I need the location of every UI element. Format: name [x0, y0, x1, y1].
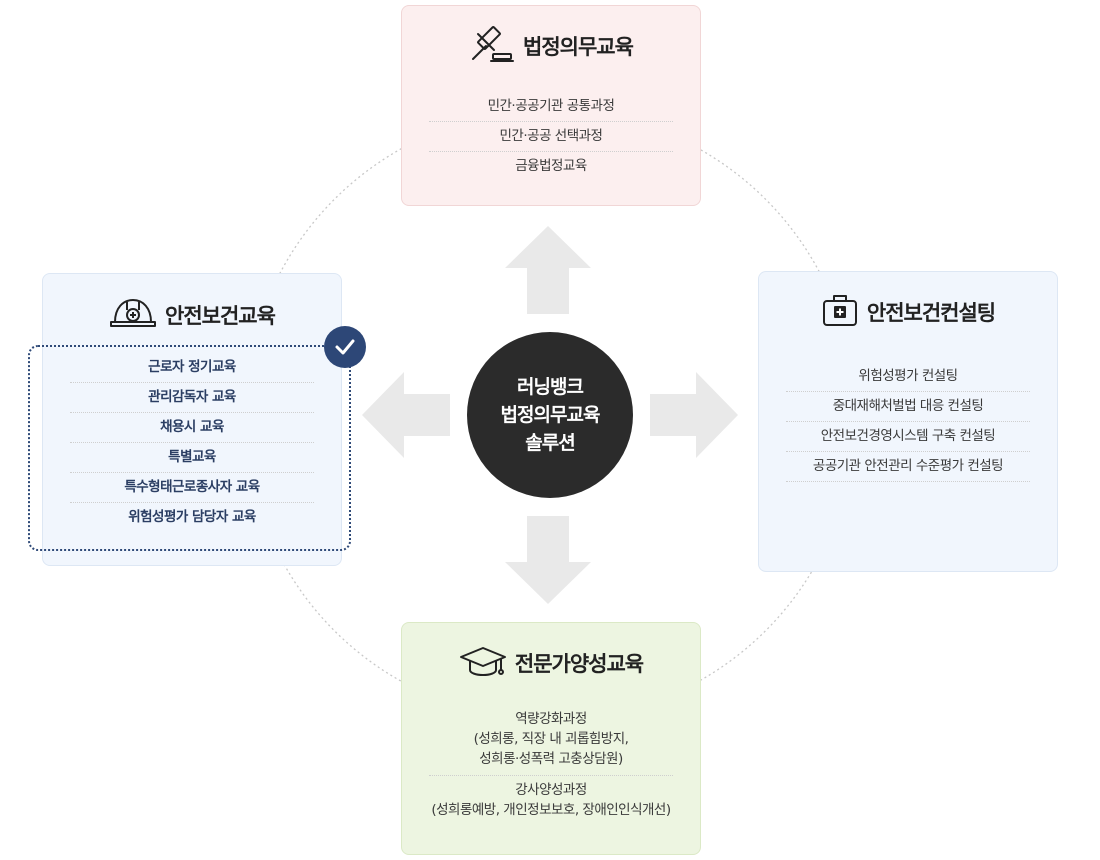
course-item[interactable]: 역량강화과정 (성희롱, 직장 내 괴롭힘방지, 성희롱·성폭력 고충상담원) — [429, 705, 673, 776]
course-item[interactable]: 중대재해처벌법 대응 컨설팅 — [786, 392, 1030, 422]
center-line: 러닝뱅크 — [517, 376, 584, 398]
course-list: 역량강화과정 (성희롱, 직장 내 괴롭힘방지, 성희롱·성폭력 고충상담원) … — [429, 705, 673, 826]
course-line: 강사양성과정 — [515, 782, 587, 798]
arrow-right-icon — [650, 372, 738, 458]
gavel-icon — [469, 24, 515, 69]
card-title: 안전보건교육 — [165, 304, 276, 328]
course-item[interactable]: 민간·공공 선택과정 — [429, 122, 673, 152]
card-expert-training[interactable]: 전문가양성교육 역량강화과정 (성희롱, 직장 내 괴롭힘방지, 성희롱·성폭력… — [401, 622, 701, 855]
arrow-left-icon — [362, 372, 450, 458]
course-item[interactable]: 공공기관 안전관리 수준평가 컨설팅 — [786, 452, 1030, 482]
card-header: 전문가양성교육 — [402, 645, 700, 681]
course-line: (성희롱, 직장 내 괴롭힘방지, — [473, 731, 629, 747]
course-item[interactable]: 특수형태근로종사자 교육 — [70, 473, 314, 503]
course-item[interactable]: 민간·공공기관 공통과정 — [429, 92, 673, 122]
safety-helmet-icon — [109, 296, 157, 335]
card-safety-health-consulting[interactable]: 안전보건컨설팅 위험성평가 컨설팅 중대재해처벌법 대응 컨설팅 안전보건경영시… — [758, 271, 1058, 572]
card-header: 법정의무교육 — [402, 24, 700, 68]
course-list: 근로자 정기교육 관리감독자 교육 채용시 교육 특별교육 특수형태근로종사자 … — [70, 353, 314, 532]
card-safety-health-education[interactable]: 안전보건교육 — [42, 273, 342, 566]
course-item[interactable]: 강사양성과정 (성희롱예방, 개인정보보호, 장애인인식개선) — [429, 776, 673, 826]
course-line: 성희롱·성폭력 고충상담원) — [479, 751, 623, 767]
card-header: 안전보건컨설팅 — [759, 292, 1057, 332]
center-line: 법정의무교육 — [500, 404, 601, 426]
course-item[interactable]: 채용시 교육 — [70, 413, 314, 443]
checkmark-icon — [324, 326, 366, 368]
course-item[interactable]: 관리감독자 교육 — [70, 383, 314, 413]
first-aid-kit-icon — [821, 292, 859, 333]
card-title: 전문가양성교육 — [514, 652, 644, 676]
course-item[interactable]: 안전보건경영시스템 구축 컨설팅 — [786, 422, 1030, 452]
course-item[interactable]: 근로자 정기교육 — [70, 353, 314, 383]
course-item[interactable]: 위험성평가 담당자 교육 — [128, 509, 256, 525]
course-line: 역량강화과정 — [515, 711, 587, 727]
course-item[interactable]: 금융법정교육 — [515, 158, 587, 174]
course-item[interactable]: 위험성평가 컨설팅 — [786, 362, 1030, 392]
card-header: 안전보건교육 — [43, 296, 341, 334]
center-line: 솔루션 — [525, 432, 575, 454]
arrow-down-icon — [505, 516, 591, 604]
card-title: 법정의무교육 — [523, 35, 634, 59]
course-list: 민간·공공기관 공통과정 민간·공공 선택과정 금융법정교육 — [429, 92, 673, 181]
card-title: 안전보건컨설팅 — [866, 301, 996, 325]
course-list: 위험성평가 컨설팅 중대재해처벌법 대응 컨설팅 안전보건경영시스템 구축 컨설… — [786, 362, 1030, 482]
arrow-up-icon — [505, 226, 591, 314]
center-solution-badge: 러닝뱅크 법정의무교육 솔루션 — [467, 332, 633, 498]
selection-outline: 근로자 정기교육 관리감독자 교육 채용시 교육 특별교육 특수형태근로종사자 … — [28, 345, 351, 551]
graduation-cap-icon — [459, 644, 507, 683]
course-item[interactable]: 특별교육 — [70, 443, 314, 473]
card-statutory-education[interactable]: 법정의무교육 민간·공공기관 공통과정 민간·공공 선택과정 금융법정교육 — [401, 5, 701, 206]
course-line: (성희롱예방, 개인정보보호, 장애인인식개선) — [431, 802, 671, 818]
